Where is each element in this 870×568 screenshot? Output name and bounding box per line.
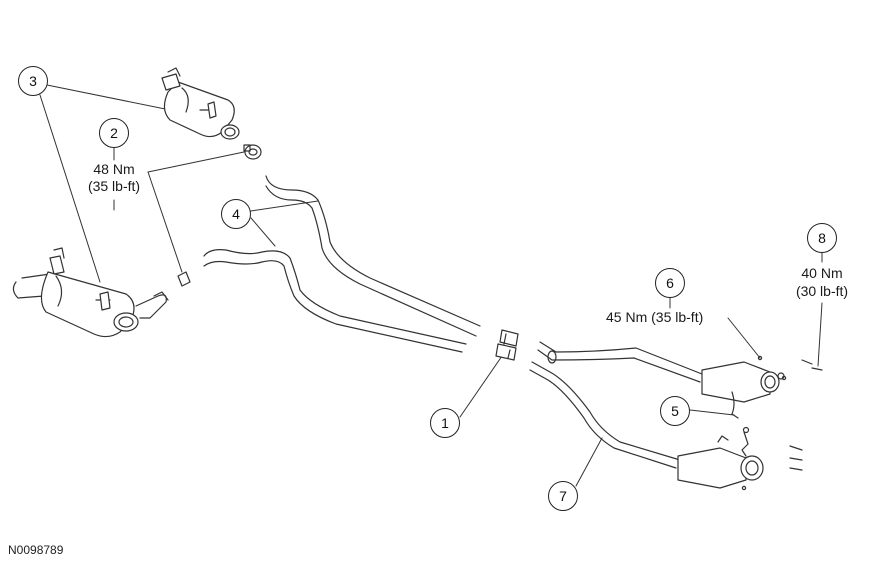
front-converter-pipes	[529, 341, 703, 469]
callout-8: 8	[807, 223, 837, 253]
callout-1: 1	[430, 408, 460, 438]
callout-4: 4	[221, 199, 251, 229]
upper-catalytic-converter	[701, 355, 823, 419]
coupling	[495, 329, 519, 361]
torque-2-nm: 48 Nm	[93, 161, 135, 177]
torque-2-lbft: (35 lb-ft)	[87, 178, 141, 194]
clamp-lower	[177, 271, 191, 287]
callout-7: 7	[548, 481, 578, 511]
upper-rear-muffler	[161, 67, 240, 140]
over-axle-pipes	[203, 175, 481, 353]
torque-6: 45 Nm (35 lb-ft)	[606, 309, 704, 325]
clamp-upper	[243, 144, 262, 160]
callout-5: 5	[660, 396, 690, 426]
torque-8-nm: 40 Nm	[801, 265, 843, 281]
callout-2: 2	[99, 118, 129, 148]
callout-6: 6	[655, 268, 685, 298]
leader-lines	[39, 84, 823, 487]
lower-catalytic-converter	[677, 426, 803, 491]
figure-id: N0098789	[8, 543, 64, 557]
lower-rear-muffler	[12, 247, 169, 338]
torque-8-lbft: (30 lb-ft)	[795, 283, 849, 299]
callout-3: 3	[18, 66, 48, 96]
